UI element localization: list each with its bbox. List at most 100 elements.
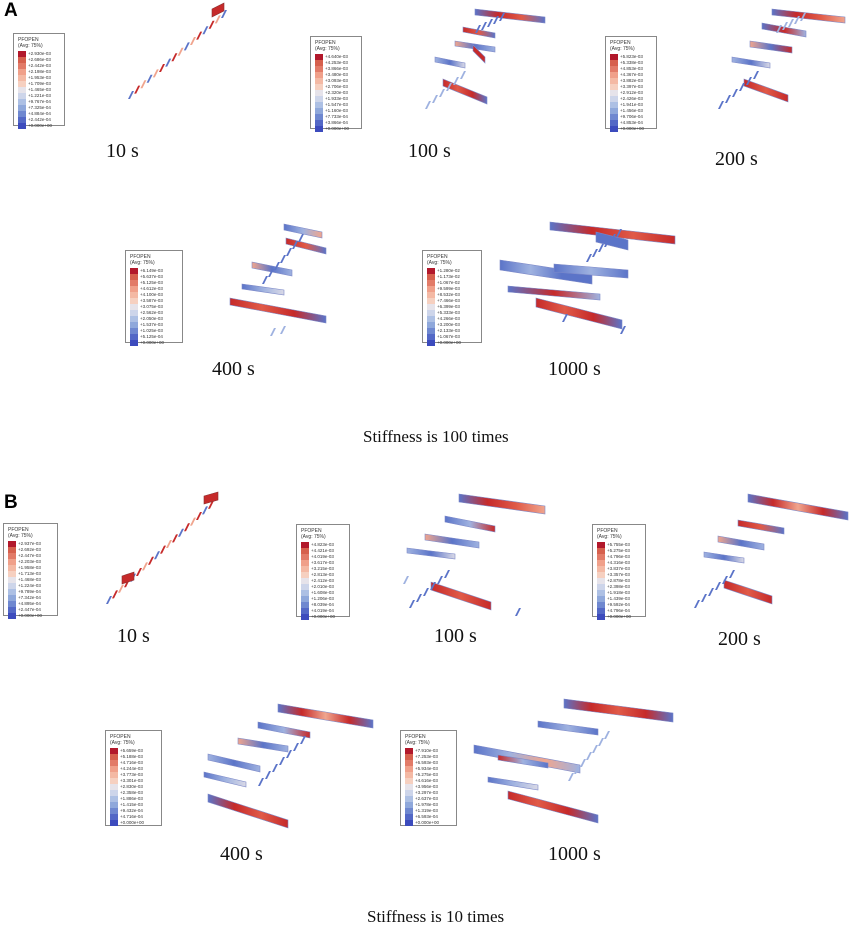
legend-subtitle: (Avg: 75%) [110,740,135,746]
fracture-fragment [446,83,452,91]
legend-value: +4.316e-03 [607,560,630,565]
fracture-fragment [616,229,622,237]
legend-row: +2.706e-03 [315,84,361,90]
legend-swatch [610,102,618,108]
legend-swatch [597,584,605,590]
legend-row: +2.813e-03 [301,572,349,578]
fracture-segment [434,56,466,69]
legend-box: PFOPEN(Avg: 75%)+2.937e-03+2.692e-03+2.4… [3,523,58,619]
legend-value: +5.333e-03 [437,310,460,315]
legend-swatch [405,808,413,814]
legend-value: +5.125e-03 [140,280,163,285]
fracture-fragment [160,545,166,554]
legend-box: PFOPEN(Avg: 75%)+5.823e-03+5.338e-03+4.8… [605,36,657,132]
legend-value: +2.050e-03 [140,316,163,321]
legend-row: +4.716e-03 [110,760,161,766]
legend-swatch [315,108,323,114]
legend-swatch [315,72,323,78]
fracture-fragment [136,568,142,576]
legend-row: +9.706e-04 [610,114,656,120]
fracture-fragment [300,736,306,744]
fracture-fragment [425,101,431,109]
legend-row: +2.637e-03 [405,796,456,802]
legend-title: PFOPEN [110,734,131,740]
legend-row: +5.125e-03 [130,280,182,286]
legend-swatch [427,286,435,292]
legend-swatch [405,790,413,796]
legend-row: +3.882e-03 [610,78,656,84]
legend-value: +3.773e-03 [120,772,143,777]
legend-swatch [405,802,413,808]
fracture-fragment [292,241,298,249]
legend-value: +4.612e-03 [140,286,163,291]
legend-title: PFOPEN [610,40,631,46]
legend-subtitle: (Avg: 75%) [18,43,43,49]
legend-row: +4.100e-03 [130,292,182,298]
legend-swatch [18,81,26,87]
legend-swatch [130,268,138,274]
fracture-fragment [166,540,172,548]
legend-swatch [301,596,309,602]
legend-title: PFOPEN [130,254,151,260]
legend-value: +2.813e-03 [311,572,334,577]
legend-swatch [110,748,118,754]
legend-swatch [610,84,618,90]
fracture-segment [723,579,773,605]
legend-value: +4.253e-03 [325,60,348,65]
legend-value: +1.439e-03 [607,596,630,601]
fracture-network-100s [425,8,546,109]
legend-value: +0.000e+00 [28,123,53,128]
legend-swatch [18,57,26,63]
legend-value: +1.978e-03 [415,802,438,807]
legend-swatch [130,328,138,334]
legend-value: +2.637e-03 [415,796,438,801]
legend-swatch [18,51,26,57]
fracture-fragment [715,582,721,590]
legend-value: +3.215e-03 [311,566,334,571]
legend-value: +5.188e-03 [120,754,143,759]
legend-value: +8.039e-04 [311,602,334,607]
legend-row: +4.884e-04 [18,111,64,117]
legend-value: +2.912e-03 [620,90,643,95]
legend-swatch [110,802,118,808]
legend-value: +5.637e-03 [140,274,163,279]
legend-row: +8.532e-03 [427,292,481,298]
legend-value: +4.616e-03 [415,778,438,783]
legend-row: +9.599e-03 [427,286,481,292]
fracture-fragment [280,255,286,263]
legend-swatch [110,790,118,796]
legend-row: +2.412e-03 [301,578,349,584]
legend-swatch [301,548,309,554]
fracture-fragment [280,326,286,334]
legend-swatch [427,298,435,304]
legend-swatch [8,559,16,565]
legend-row: +1.319e-03 [405,808,456,814]
time-label: 1000 s [548,843,601,865]
legend-row: +1.025e-03 [130,328,182,334]
fracture-fragment [184,523,190,532]
legend-swatch [130,322,138,328]
legend-row: +1.221e-03 [18,93,64,99]
legend-value: +6.399e-03 [437,304,460,309]
legend-swatch [610,96,618,102]
legend-row: +2.878e-03 [597,578,645,584]
fracture-segment [121,571,135,585]
fracture-fragment [776,25,782,33]
legend-value: +9.599e-03 [437,286,460,291]
fracture-segment [749,40,793,54]
legend-swatch [427,268,435,274]
legend-value: +1.224e-03 [18,583,41,588]
legend-subtitle: (Avg: 75%) [610,46,635,52]
legend-value: +4.884e-04 [28,111,51,116]
legend-box: PFOPEN(Avg: 75%)+5.755e-03+5.275e-03+4.7… [592,524,646,620]
legend-row: +1.067e-03 [427,334,481,340]
time-label: 400 s [220,843,263,865]
legend-value: +1.953e-03 [28,75,51,80]
legend-row: +2.442e-04 [18,117,64,123]
legend-value: +4.367e-03 [620,72,643,77]
fracture-segment [474,8,546,24]
legend-swatch [301,614,309,620]
legend-value: +9.767e-04 [28,99,51,104]
legend-row: +2.198e-03 [18,69,64,75]
fracture-segment [285,237,327,255]
